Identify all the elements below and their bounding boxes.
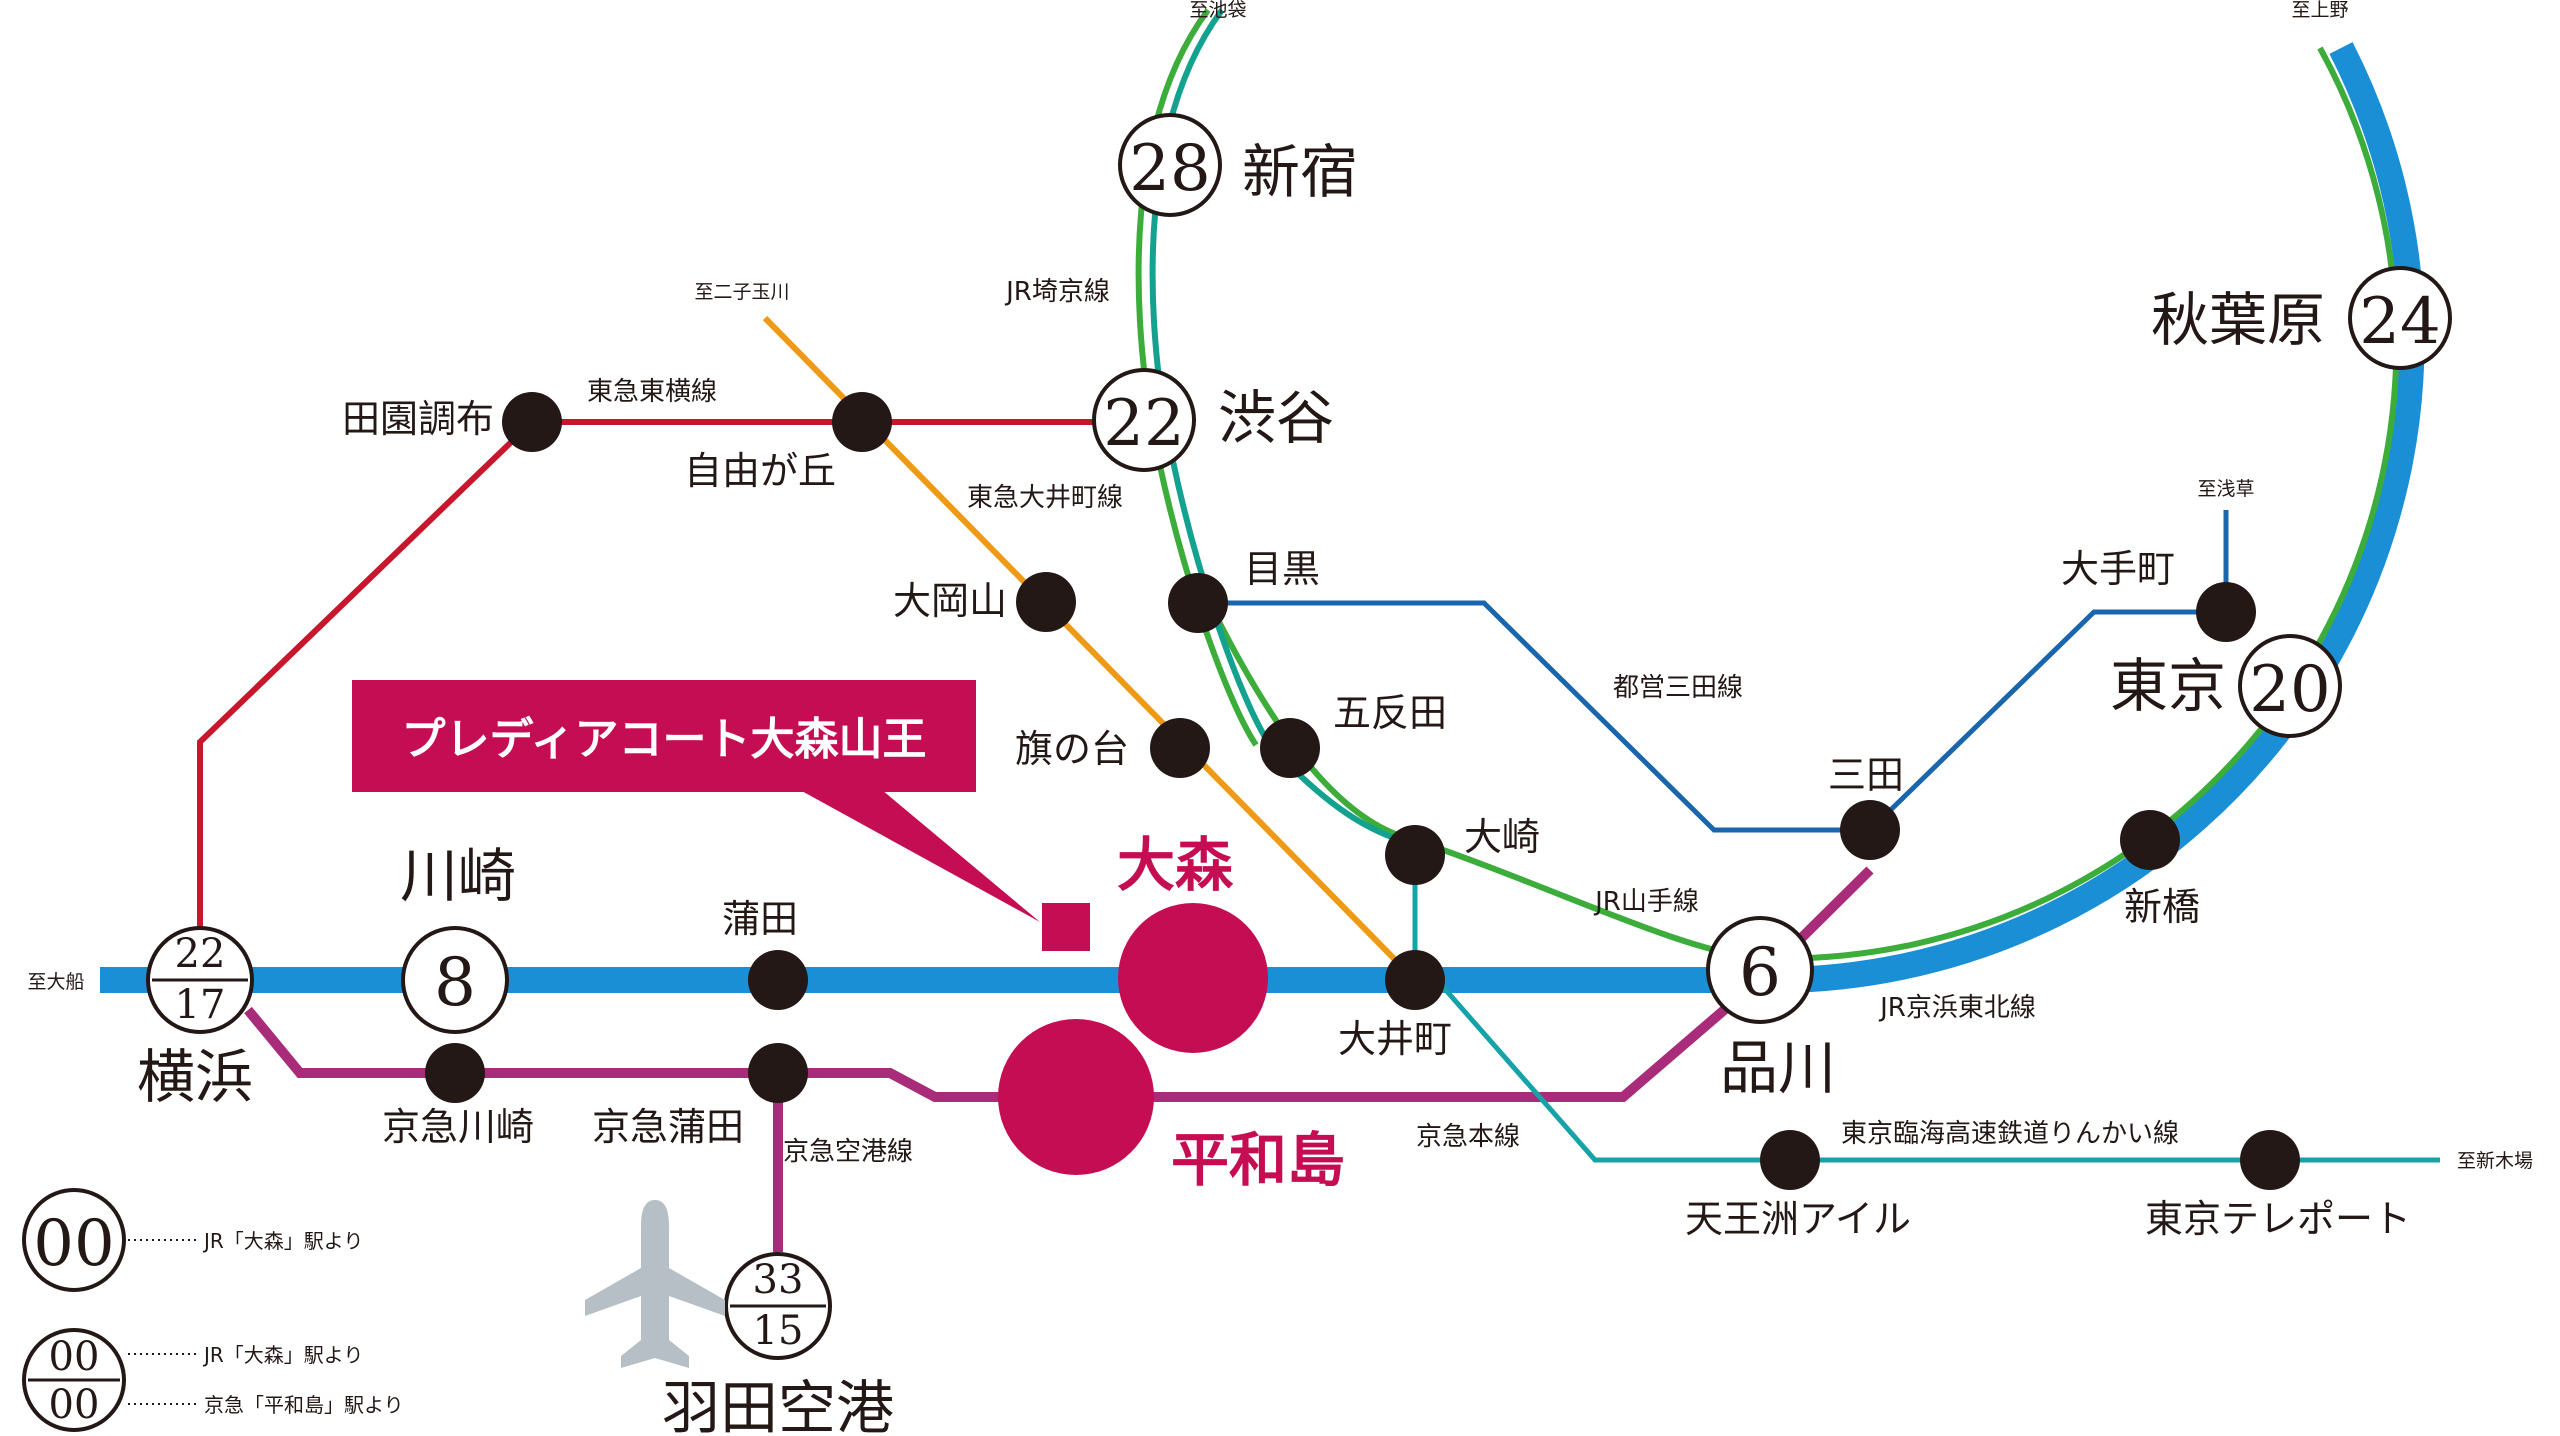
station-name-gotanda: 五反田	[1333, 691, 1447, 735]
line-label-keikyu-main: 京急本線	[1416, 1122, 1520, 1152]
station-dot-tennozu-isle	[1760, 1130, 1820, 1190]
legend-double-bottom-value: 00	[49, 1382, 100, 1428]
station-name-haneda: 羽田空港	[662, 1374, 894, 1436]
station-name-tokyo-teleport: 東京テレポート	[2145, 1197, 2411, 1241]
property-name: プレディアコート大森山王	[402, 714, 927, 764]
station-minutes-yokohama-jr: 22	[175, 931, 226, 977]
callout-pointer	[800, 790, 1040, 922]
line-label-oimachi: 東急大井町線	[967, 483, 1123, 513]
station-badge-shibuya	[1092, 368, 1196, 472]
station-minutes-haneda-jr: 33	[753, 1257, 804, 1303]
direction-ofuna: 至大船	[27, 971, 84, 993]
station-dot-mita	[1840, 800, 1900, 860]
line-labels: JR埼京線 東急東横線 東急大井町線 都営三田線 JR山手線 JR京浜東北線 京…	[587, 277, 2179, 1167]
legend-double-top-value: 00	[49, 1334, 100, 1380]
legend-double-top-caption: JR「大森」駅より	[202, 1343, 363, 1367]
line-label-mita: 都営三田線	[1613, 673, 1743, 703]
station-dot-meguro	[1168, 573, 1228, 633]
station-name-osaki: 大崎	[1464, 815, 1540, 859]
station-minutes-shibuya: 22	[1103, 387, 1184, 461]
direction-futakotamagawa: 至二子玉川	[694, 281, 789, 303]
station-minutes-yokohama-keikyu: 17	[175, 982, 226, 1028]
airplane-icon	[585, 1200, 725, 1368]
station-name-mita: 三田	[1828, 753, 1904, 797]
station-name-shinagawa: 品川	[1720, 1034, 1836, 1102]
station-name-kawasaki: 川崎	[400, 842, 516, 910]
origin-stations: 大森 平和島	[998, 831, 1345, 1194]
station-name-kamata: 蒲田	[722, 897, 798, 941]
station-name-keikyu-kawasaki: 京急川崎	[382, 1105, 534, 1149]
station-badge-tokyo	[2238, 634, 2342, 738]
station-name-keikyu-kamata: 京急蒲田	[592, 1105, 744, 1149]
property-name-box	[352, 680, 976, 792]
station-minutes-shinagawa: 6	[1739, 934, 1781, 1011]
direction-labels: 至池袋 至上野 至二子玉川 至浅草 至大船 至新木場	[27, 0, 2533, 1172]
station-name-akihabara: 秋葉原	[2151, 286, 2325, 354]
station-minutes-haneda-keikyu: 15	[753, 1308, 804, 1354]
station-minutes-shinjuku: 28	[1129, 132, 1210, 206]
station-name-heiwajima: 平和島	[1171, 1126, 1345, 1194]
station-dot-oimachi	[1385, 950, 1445, 1010]
station-minutes-tokyo: 20	[2249, 653, 2330, 727]
station-name-hatanodai: 旗の台	[1015, 727, 1129, 771]
station-name-yokohama: 横浜	[137, 1043, 253, 1111]
legend-double-bottom-caption: 京急「平和島」駅より	[204, 1393, 404, 1417]
station-dot-gotanda	[1260, 718, 1320, 778]
station-dot-osaki	[1385, 825, 1445, 885]
station-dot-otemachi	[2196, 582, 2256, 642]
station-marker-omori	[1118, 903, 1268, 1053]
station-name-shibuya: 渋谷	[1218, 384, 1334, 452]
station-name-tokyo: 東京	[2110, 652, 2226, 720]
line-label-keikyu-airport: 京急空港線	[783, 1137, 913, 1167]
station-badge-kawasaki	[401, 926, 509, 1034]
station-name-denenchofu: 田園調布	[342, 397, 494, 441]
station-badge-akihabara	[2348, 266, 2452, 370]
line-jr-yamanote	[1205, 46, 2400, 962]
property-location-marker	[1042, 903, 1090, 951]
station-dot-denenchofu	[502, 392, 562, 452]
legend: 00 JR「大森」駅より 00 00 JR「大森」駅より 京急「平和島」駅より	[22, 1188, 404, 1432]
station-name-omori: 大森	[1117, 831, 1234, 899]
line-label-saikyo: JR埼京線	[1004, 277, 1110, 307]
station-name-otemachi: 大手町	[2061, 547, 2175, 591]
station-dot-shimbashi	[2120, 810, 2180, 870]
line-label-keihin-tohoku: JR京浜東北線	[1878, 993, 2036, 1023]
direction-ueno: 至上野	[2291, 0, 2348, 21]
station-minutes-akihabara: 24	[2359, 285, 2440, 359]
station-name-tennozu-isle: 天王洲アイル	[1685, 1197, 1911, 1241]
station-dot-kamata	[748, 950, 808, 1010]
station-name-meguro: 目黒	[1244, 547, 1320, 591]
line-label-rinkai: 東京臨海高速鉄道りんかい線	[1841, 1119, 2179, 1149]
station-dot-keikyu-kamata	[748, 1043, 808, 1103]
station-dot-hatanodai	[1150, 718, 1210, 778]
station-dot-keikyu-kawasaki	[425, 1043, 485, 1103]
line-label-yamanote: JR山手線	[1593, 887, 1699, 917]
station-name-shinjuku: 新宿	[1242, 138, 1358, 206]
station-dot-tokyo-teleport	[2240, 1130, 2300, 1190]
legend-single-value: 00	[33, 1207, 114, 1281]
legend-single-caption: JR「大森」駅より	[202, 1229, 363, 1253]
line-label-toyoko: 東急東横線	[587, 377, 717, 407]
station-name-oimachi: 大井町	[1338, 1017, 1452, 1061]
property-callout: プレディアコート大森山王	[352, 680, 1090, 951]
station-badge-shinjuku	[1118, 113, 1222, 217]
major-stations: 28 新宿 22 渋谷 24 秋葉原 20 東京 6 品川 8 川崎 22 17…	[137, 113, 2452, 1436]
direction-asakusa: 至浅草	[2197, 478, 2254, 500]
station-name-jiyugaoka: 自由が丘	[684, 449, 836, 493]
legend-single-badge	[22, 1188, 126, 1292]
station-dot-jiyugaoka	[832, 392, 892, 452]
station-name-shimbashi: 新橋	[2124, 885, 2200, 929]
station-dot-ookayama	[1016, 572, 1076, 632]
station-minutes-kawasaki: 8	[434, 944, 476, 1021]
station-badge-shinagawa	[1706, 916, 1814, 1024]
line-rinkai	[1412, 880, 2440, 1163]
minor-stations: 田園調布 自由が丘 大岡山 旗の台 目黒 五反田 大崎 大井町 三田 大手町 新…	[342, 392, 2411, 1241]
direction-shinkiba: 至新木場	[2457, 1150, 2533, 1172]
station-name-ookayama: 大岡山	[893, 579, 1007, 623]
direction-ikebukuro: 至池袋	[1189, 0, 1246, 21]
station-marker-heiwajima	[998, 1019, 1154, 1175]
